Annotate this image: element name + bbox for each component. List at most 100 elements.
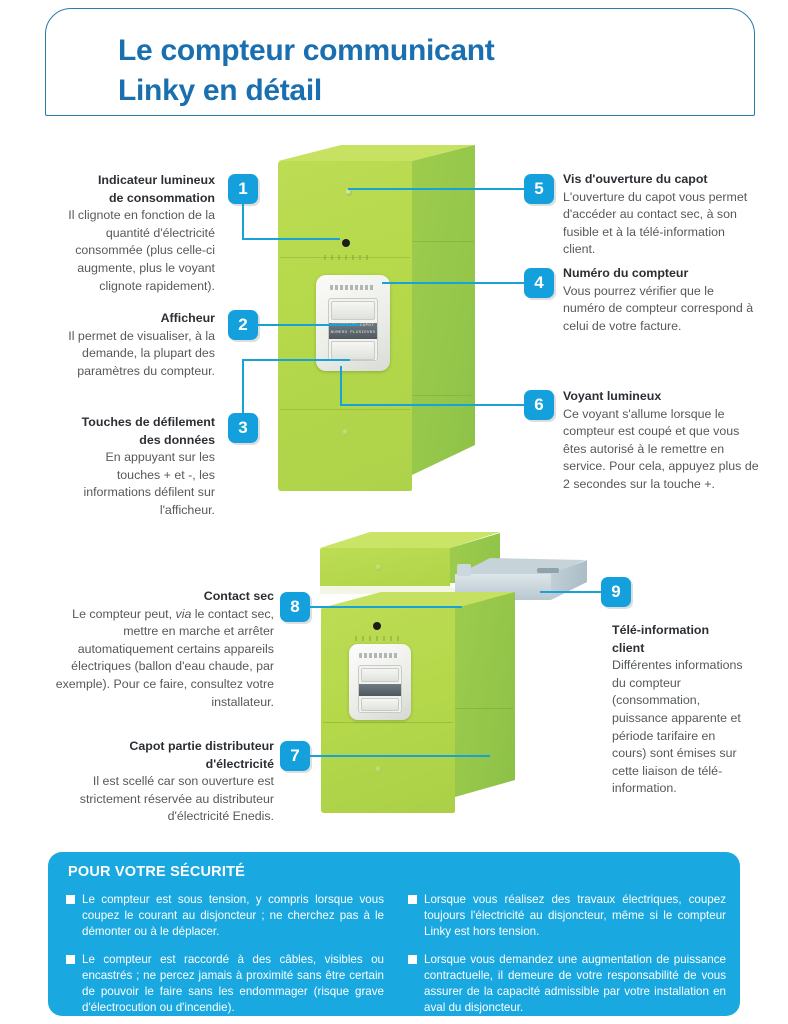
meter-top-face: [278, 145, 475, 161]
callout-3-title-line1: Touches de défilement: [81, 415, 215, 429]
badge-2[interactable]: 2: [228, 310, 258, 340]
meter-vent-grille: [324, 255, 370, 260]
base-brand-mark: [359, 653, 399, 658]
safety-item-text: Lorsque vous réalisez des travaux électr…: [424, 893, 726, 938]
callout-7-text: Capot partie distributeur d'électricité …: [52, 738, 274, 826]
callout-6-title: Voyant lumineux: [563, 389, 662, 403]
distributor-cover-seam-side: [455, 708, 513, 709]
base-display-bezel: [349, 644, 411, 720]
callout-2-body: Il permet de visualiser, à la demande, l…: [68, 328, 215, 378]
safety-item: Le compteur est raccordé à des câbles, v…: [66, 952, 384, 1016]
meter-base-side-face: [455, 592, 515, 797]
connector-3-vertical: [242, 360, 244, 414]
meter-seam-upper: [280, 257, 410, 258]
badge-5[interactable]: 5: [524, 174, 554, 204]
base-lcd-display: [358, 665, 402, 713]
detached-cover-front: [320, 548, 450, 588]
callout-4-title: Numéro du compteur: [563, 266, 689, 280]
scroll-button-minus[interactable]: [331, 341, 375, 360]
sealed-cover-screw-icon: [375, 766, 382, 773]
safety-item: Le compteur est sous tension, y compris …: [66, 892, 384, 940]
callout-9-body: Différentes informations du compteur (co…: [612, 658, 743, 796]
lcd-screen: [329, 323, 377, 339]
meter-illustration-open: [305, 530, 605, 830]
base-led-icon: [373, 622, 381, 630]
bullet-square-icon: [408, 954, 417, 964]
connector-8-horizontal: [300, 606, 462, 608]
safety-item: Lorsque vous réalisez des travaux électr…: [408, 892, 726, 940]
distributor-cover-seam: [323, 722, 453, 723]
bullet-square-icon: [408, 895, 417, 904]
callout-1-text: Indicateur lumineux de consommation Il c…: [58, 172, 215, 295]
meter-seam-upper-side: [412, 241, 474, 242]
callout-8-title: Contact sec: [203, 589, 274, 603]
base-scroll-button-plus[interactable]: [361, 668, 399, 682]
teleinfo-port: [537, 568, 559, 573]
lower-screw-icon: [342, 429, 349, 436]
callout-5-body: L'ouverture du capot vous permet d'accéd…: [563, 189, 748, 257]
callout-9-text: Télé-information client Différentes info…: [612, 622, 752, 798]
page-title-line1: Le compteur communicant: [118, 34, 495, 67]
callout-5-text: Vis d'ouverture du capot L'ouverture du …: [563, 171, 753, 259]
badge-1[interactable]: 1: [228, 174, 258, 204]
callout-8-text: Contact sec Le compteur peut, via le con…: [52, 588, 274, 711]
meter-base-top-face: [321, 592, 515, 608]
callout-8-body-italic: via: [175, 606, 192, 621]
bullet-square-icon: [66, 895, 75, 904]
base-scroll-button-minus[interactable]: [361, 698, 399, 711]
badge-9[interactable]: 9: [601, 577, 631, 607]
callout-7-body: Il est scellé car son ouverture est stri…: [79, 774, 274, 824]
connector-3-horizontal: [242, 359, 350, 361]
badge-3[interactable]: 3: [228, 413, 258, 443]
connector-4-horizontal: [382, 282, 526, 284]
safety-item-text: Le compteur est raccordé à des câbles, v…: [82, 952, 384, 1014]
scroll-button-plus[interactable]: [331, 301, 375, 320]
safety-item-text: Lorsque vous demandez une augmentation d…: [424, 952, 726, 1014]
callout-3-text: Touches de défilement des données En app…: [62, 414, 215, 520]
badge-4[interactable]: 4: [524, 268, 554, 298]
page-title-line2: Linky en détail: [118, 73, 322, 107]
meter-seam-lower: [280, 409, 410, 410]
connector-9-horizontal: [540, 591, 602, 593]
callout-8-body-part1: Le compteur peut,: [72, 606, 176, 621]
callout-9-title-line1: Télé-information: [612, 623, 710, 637]
header-box: Le compteur communicant Linky en détail: [45, 8, 755, 116]
callout-3-body: En appuyant sur les touches + et -, les …: [83, 450, 215, 518]
connector-1-vertical: [242, 204, 244, 240]
base-vent-grille: [355, 636, 401, 641]
callout-9-title-line2: client: [612, 640, 645, 655]
detached-cover-lip: [320, 586, 466, 594]
badge-6[interactable]: 6: [524, 390, 554, 420]
connector-1-horizontal: [242, 238, 340, 240]
callout-7-title-line2: d'électricité: [205, 756, 274, 771]
callout-1-title-line2: de consommation: [108, 190, 215, 205]
base-lcd-screen: [359, 684, 401, 696]
meter-lcd-display: OUVERTURE CAPOT NUMERO PLUSIEURS: [328, 298, 378, 361]
safety-panel: POUR VOTRE SÉCURITÉ Le compteur est sous…: [48, 852, 740, 1016]
callout-7-title-line1: Capot partie distributeur: [129, 739, 274, 753]
page-title: Le compteur communicant Linky en détail: [118, 31, 758, 111]
bullet-square-icon: [66, 954, 75, 964]
contact-sec-terminal: [457, 564, 471, 576]
cover-screw-icon: [345, 189, 352, 196]
safety-item: Lorsque vous demandez une augmentation d…: [408, 952, 726, 1016]
callout-2-title: Afficheur: [160, 311, 215, 325]
meter-side-face: [412, 145, 475, 475]
callout-4-text: Numéro du compteur Vous pourrez vérifier…: [563, 265, 756, 335]
callout-2-text: Afficheur Il permet de visualiser, à la …: [62, 310, 215, 380]
lcd-text-line1: OUVERTURE CAPOT: [331, 324, 374, 328]
callout-4-body: Vous pourrez vérifier que le numéro de c…: [563, 283, 754, 333]
consumption-led-icon: [342, 239, 350, 247]
meter-illustration-closed: OUVERTURE CAPOT NUMERO PLUSIEURS: [278, 145, 493, 507]
callout-3-title-line2: des données: [139, 432, 215, 447]
safety-column-left: Le compteur est sous tension, y compris …: [66, 892, 384, 1024]
connector-2-horizontal: [256, 324, 360, 326]
safety-column-right: Lorsque vous réalisez des travaux électr…: [408, 892, 726, 1024]
detached-cover-top: [320, 532, 500, 548]
callout-5-title: Vis d'ouverture du capot: [563, 172, 708, 186]
detached-cover-screw-icon: [375, 564, 382, 571]
meter-seam-lower-side: [412, 395, 472, 396]
connector-6-vertical: [340, 366, 342, 406]
connector-6-horizontal: [340, 404, 526, 406]
